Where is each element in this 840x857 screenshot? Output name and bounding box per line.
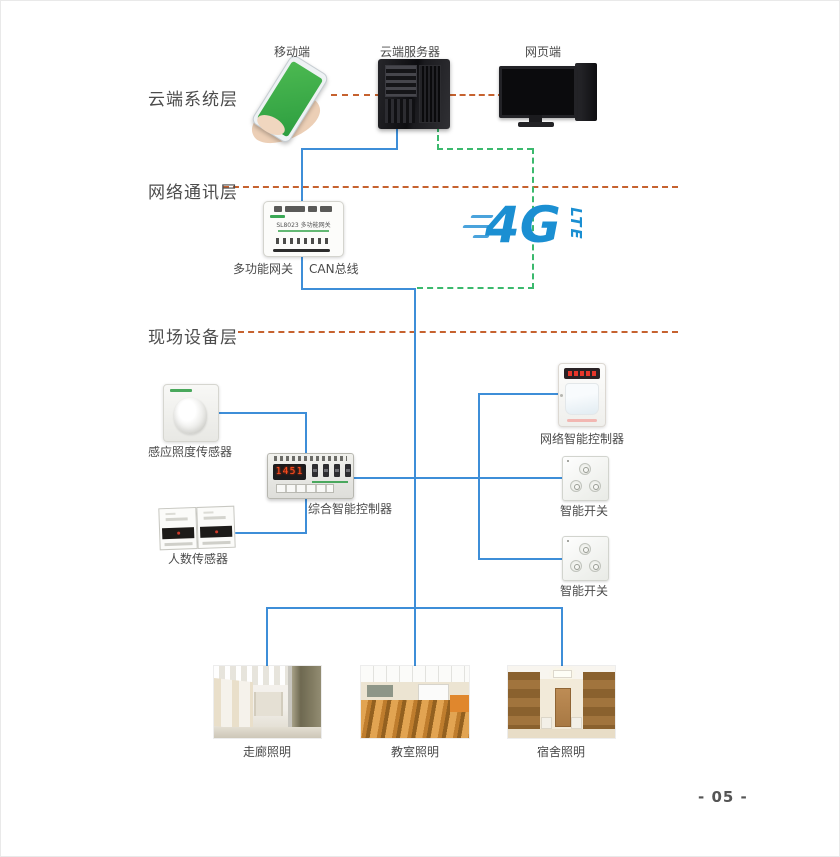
lte-link-server-drop	[437, 126, 439, 150]
lte-link-bottom	[417, 287, 534, 289]
connector-corridor-drop	[266, 607, 268, 666]
switch-button	[579, 543, 591, 555]
smart-switch-image	[562, 456, 609, 501]
mobile-device-image	[244, 53, 339, 152]
dashed-link-server-web	[450, 94, 504, 96]
connector-light-sensor	[216, 412, 307, 414]
network-controller-label: 网络智能控制器	[539, 432, 625, 446]
screw	[560, 394, 563, 397]
network-controller-image	[558, 363, 606, 427]
corridor-photo	[214, 666, 321, 738]
controller-green-line	[312, 481, 348, 483]
light-sensor-dome	[174, 398, 207, 434]
monitor-neck	[529, 115, 542, 122]
cloud-server-image	[378, 59, 450, 129]
network-controller-led	[564, 368, 600, 379]
server-grille	[419, 65, 441, 123]
monitor-screen	[499, 66, 577, 118]
integrated-controller-image: 1451	[267, 453, 354, 499]
gateway-brand-mark	[270, 215, 285, 218]
connector-net-controller	[478, 393, 561, 395]
lte-4g-logo: 4G LTE	[462, 196, 589, 263]
gateway-terminals	[276, 238, 331, 244]
connector-switch2	[478, 558, 565, 560]
dashed-link-mobile-server	[331, 94, 381, 96]
light-sensor-image	[163, 384, 219, 442]
web-workstation-image	[499, 63, 599, 129]
people-sensor-module	[158, 507, 198, 551]
connector-server-gateway-h	[301, 148, 398, 150]
switch-button	[579, 463, 591, 475]
classroom-label: 教室照明	[390, 745, 440, 759]
switch-button	[589, 480, 601, 492]
gateway-label: 多功能网关	[232, 262, 293, 276]
gateway-slot	[273, 249, 330, 252]
smart-switch-label-1: 智能开关	[559, 504, 609, 518]
monitor-base	[518, 122, 554, 127]
network-controller-glow	[567, 419, 597, 422]
cloud-layer-title: 云端系统层	[148, 90, 238, 110]
web-label: 网页端	[524, 45, 562, 59]
network-controller-window	[565, 383, 599, 415]
logo-4g-text: 4G	[485, 196, 561, 254]
server-label: 云端服务器	[379, 45, 441, 59]
connector-people-sensor	[234, 532, 307, 534]
switch-indicator-dot	[567, 540, 569, 542]
field-layer-divider	[238, 331, 678, 333]
corridor-label: 走廊照明	[242, 745, 292, 759]
canbus-label: CAN总线	[309, 262, 359, 276]
people-sensor-module	[196, 505, 236, 549]
gateway-ports	[274, 206, 332, 212]
smart-switch-label-2: 智能开关	[559, 584, 609, 598]
connector-dorm-drop	[561, 607, 563, 666]
network-layer-title: 网络通讯层	[148, 183, 238, 203]
dorm-label: 宿舍照明	[536, 745, 586, 759]
lte-link-top	[437, 148, 533, 150]
people-sensor-label: 人数传感器	[167, 552, 229, 566]
field-layer-title: 现场设备层	[148, 328, 238, 348]
server-lower-bays	[385, 99, 415, 123]
desktop-tower	[575, 63, 597, 121]
gateway-model-text: SL8023 多功能网关	[276, 222, 331, 229]
integrated-controller-label: 综合智能控制器	[307, 502, 393, 516]
logo-lte-text: LTE	[566, 207, 585, 241]
gateway-device-image: SL8023 多功能网关	[263, 201, 344, 257]
light-sensor-label: 感应照度传感器	[147, 445, 233, 459]
gateway-green-line	[278, 230, 329, 232]
controller-switch-bank	[312, 464, 351, 477]
classroom-photo	[361, 666, 469, 738]
switch-button	[570, 480, 582, 492]
controller-led-display: 1451	[273, 464, 306, 480]
controller-terminals	[274, 456, 347, 461]
connector-scenes-bar	[266, 607, 563, 609]
mobile-label: 移动端	[273, 45, 311, 59]
controller-bottom-row	[276, 484, 334, 493]
switch-indicator-dot	[567, 460, 569, 462]
people-sensor-image	[158, 505, 236, 551]
connector-controller-switch	[351, 477, 565, 479]
lte-link-vertical	[532, 148, 534, 289]
light-sensor-text-mark	[170, 389, 192, 392]
network-layer-divider	[223, 186, 678, 188]
switch-button	[570, 560, 582, 572]
switch-button	[589, 560, 601, 572]
connector-right-bus	[478, 393, 480, 560]
connector-gateway-right	[301, 288, 416, 290]
smart-switch-image	[562, 536, 609, 581]
connector-server-down	[396, 119, 398, 150]
server-drive-bays	[385, 65, 417, 97]
dorm-photo	[508, 666, 615, 738]
page-number: - 05 -	[698, 788, 748, 806]
